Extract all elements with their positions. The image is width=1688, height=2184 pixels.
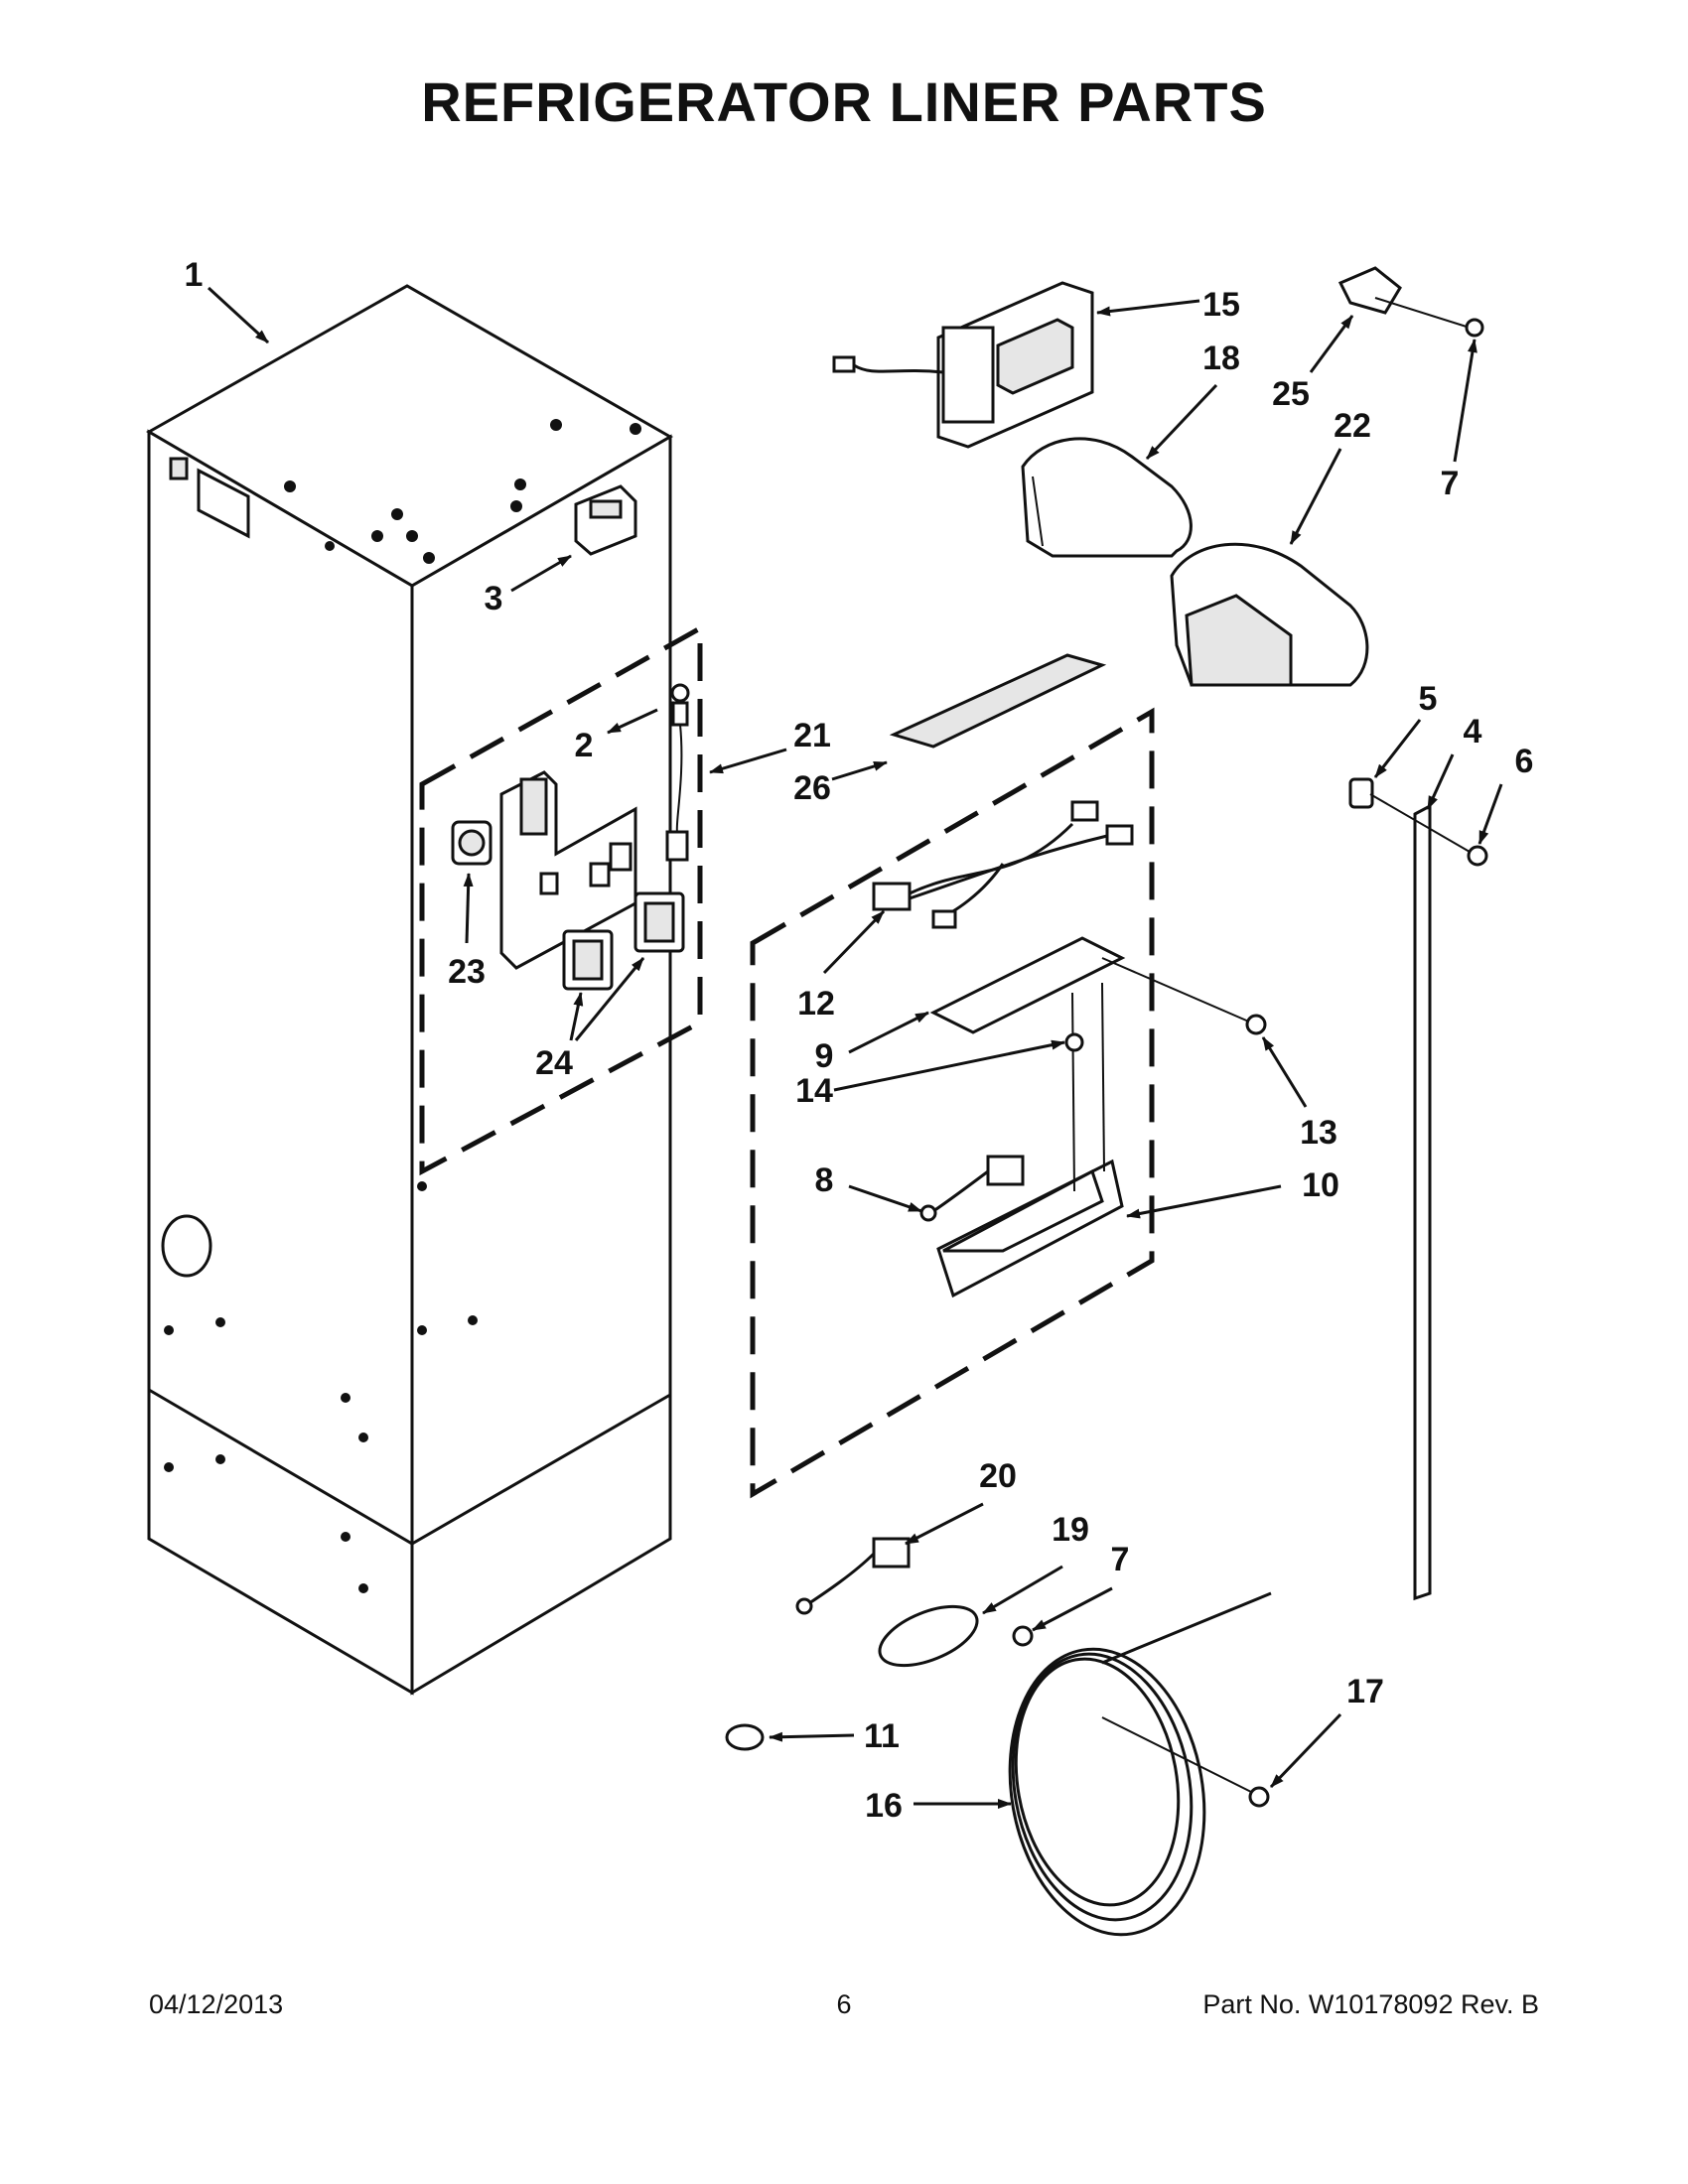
- callout-1: 1: [185, 256, 204, 294]
- callout-16: 16: [865, 1787, 903, 1825]
- callout-7-top: 7: [1441, 465, 1460, 502]
- callout-7-lower: 7: [1111, 1541, 1130, 1578]
- callout-20: 20: [979, 1457, 1017, 1495]
- sensor-part-8: [919, 1155, 1025, 1222]
- callout-12: 12: [797, 985, 835, 1023]
- screw-part-13: [1245, 1014, 1267, 1035]
- callout-9: 9: [815, 1037, 834, 1075]
- leader-arrows: [207, 286, 1503, 1809]
- callout-6: 6: [1515, 743, 1534, 780]
- callout-21: 21: [793, 717, 831, 754]
- callout-labels: 1 2 3 4 5 6 7 7 8 9 10 11 12 13 14 15 16…: [185, 256, 1534, 1825]
- callout-22: 22: [1334, 407, 1371, 445]
- callout-4: 4: [1464, 713, 1482, 751]
- knob-part-23: [451, 820, 492, 866]
- screw-part-7-top: [1465, 318, 1484, 338]
- housing-part-10: [936, 982, 1124, 1298]
- dashed-group-controls: [750, 707, 1155, 1499]
- callout-17: 17: [1346, 1673, 1384, 1710]
- callout-2: 2: [575, 727, 594, 764]
- top-connector-part-3: [574, 484, 637, 556]
- strip-part-26: [889, 653, 1107, 749]
- buttons-part-24: [562, 891, 685, 991]
- callout-15: 15: [1202, 286, 1240, 324]
- clip-part-25: [1337, 266, 1402, 315]
- callout-13: 13: [1300, 1114, 1337, 1152]
- duct-part-22: [1170, 542, 1369, 687]
- callout-18: 18: [1202, 340, 1240, 377]
- fan-part-15: [832, 281, 1094, 449]
- sensor-part-20: [795, 1537, 911, 1615]
- callout-11: 11: [864, 1717, 900, 1755]
- footer-part-number: Part No. W10178092 Rev. B: [1202, 1989, 1539, 2019]
- cover-part-19: [878, 1604, 979, 1668]
- callout-26: 26: [793, 769, 831, 807]
- screw-part-7-lower: [1012, 1625, 1034, 1647]
- callout-5: 5: [1419, 680, 1438, 718]
- callout-8: 8: [815, 1161, 834, 1199]
- screw-part-6: [1467, 845, 1488, 867]
- tubing-part-16: [1008, 1591, 1272, 1937]
- grommet-part-11: [725, 1723, 765, 1751]
- rail-part-4: [1413, 803, 1432, 1601]
- callout-24: 24: [535, 1044, 573, 1082]
- page-title: REFRIGERATOR LINER PARTS: [421, 70, 1267, 133]
- footer-date: 04/12/2013: [149, 1989, 284, 2019]
- liner-cabinet: [145, 284, 674, 1696]
- screw-part-14: [1064, 1032, 1084, 1052]
- callout-23: 23: [448, 953, 486, 991]
- callout-25: 25: [1272, 375, 1310, 413]
- duct-part-18: [1021, 437, 1193, 558]
- bracket-part-9: [929, 936, 1126, 1034]
- callout-3: 3: [485, 580, 503, 617]
- harness-part-12: [872, 800, 1134, 929]
- wire-part-2: [665, 683, 690, 862]
- clip-part-5: [1348, 777, 1374, 809]
- callout-14: 14: [795, 1072, 833, 1110]
- screw-part-17: [1248, 1786, 1270, 1808]
- footer-page-number: 6: [836, 1989, 852, 2019]
- callout-19: 19: [1052, 1511, 1089, 1549]
- callout-10: 10: [1302, 1166, 1339, 1204]
- control-bracket: [499, 770, 637, 970]
